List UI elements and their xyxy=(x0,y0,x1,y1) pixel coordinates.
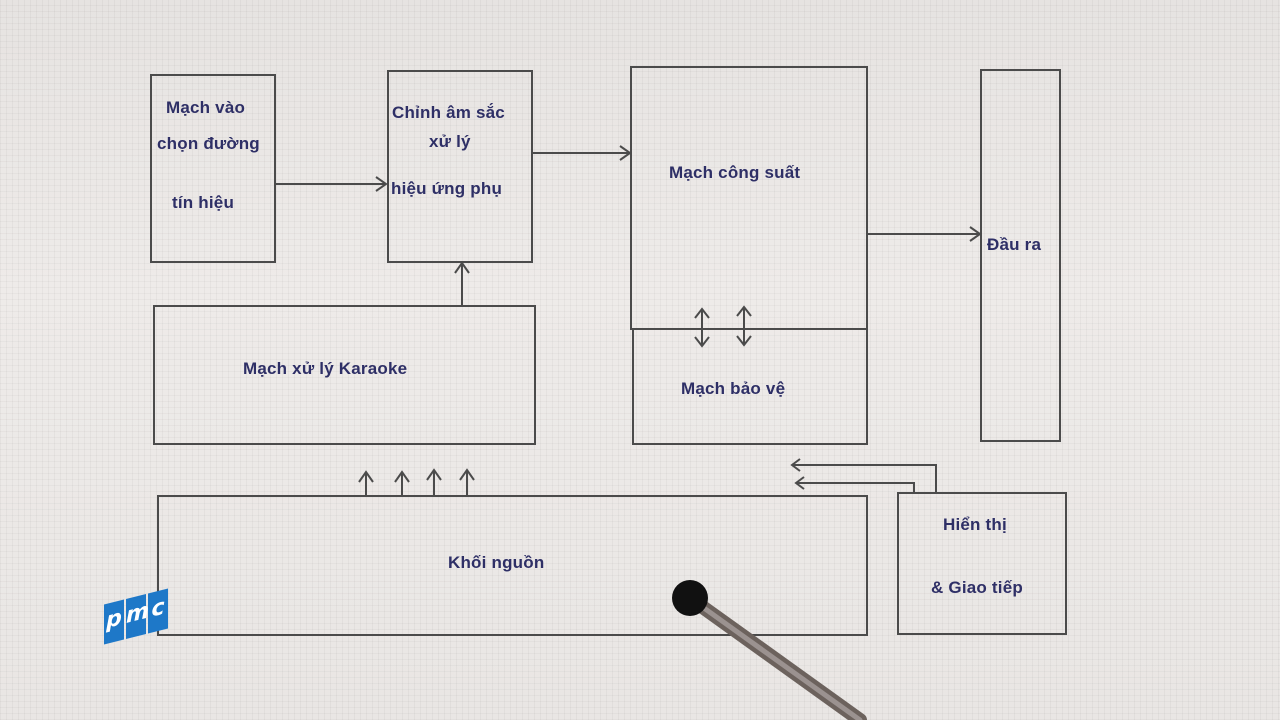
input-circuit-label-1: Mạch vào xyxy=(166,98,246,117)
logo-letter-p: p xyxy=(104,599,124,645)
display-box xyxy=(897,492,1067,635)
display-label-1: Hiển thị xyxy=(943,515,1007,534)
tone-control-label-2: xử lý xyxy=(429,132,471,151)
karaoke-label: Mạch xử lý Karaoke xyxy=(243,359,408,378)
power-supply-box xyxy=(157,495,868,636)
protection-label: Mạch bảo vệ xyxy=(681,379,786,398)
power-supply-label: Khối nguồn xyxy=(448,553,545,572)
output-box xyxy=(980,69,1061,442)
logo-letter-m: m xyxy=(126,594,149,639)
logo-letter-c: c xyxy=(148,588,168,634)
output-label: Đầu ra xyxy=(987,235,1042,254)
input-circuit-box xyxy=(150,74,276,263)
display-label-2: & Giao tiếp xyxy=(931,578,1023,597)
tone-control-label-3: hiệu ứng phụ xyxy=(391,179,503,198)
karaoke-box xyxy=(153,305,536,445)
protection-box xyxy=(632,328,868,445)
pointer-tip xyxy=(672,580,708,616)
tone-control-label-1: Chỉnh âm sắc xyxy=(392,103,505,122)
tone-control-box xyxy=(387,70,533,263)
input-circuit-label-2: chọn đường xyxy=(157,134,260,153)
power-amp-label: Mạch công suất xyxy=(669,163,801,182)
input-circuit-label-3: tín hiệu xyxy=(172,193,235,212)
